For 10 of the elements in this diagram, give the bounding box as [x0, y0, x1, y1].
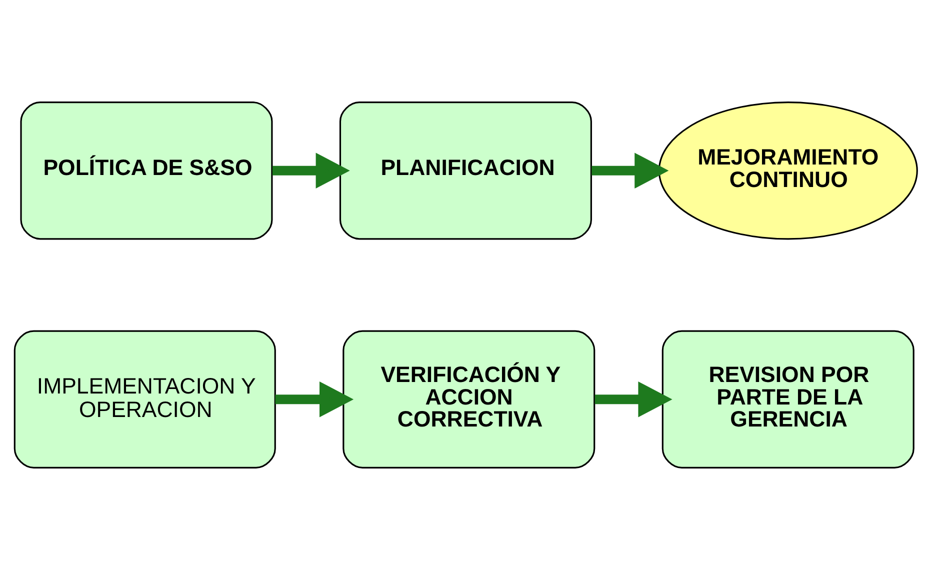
- arrow: [592, 152, 669, 189]
- node-box: IMPLEMENTACION Y OPERACION: [14, 330, 276, 468]
- node-ellipse: MEJORAMIENTO CONTINUO: [658, 102, 918, 240]
- node-box: PLANIFICACION: [339, 102, 592, 240]
- arrow: [272, 152, 350, 189]
- node-box: VERIFICACIÓN Y ACCION CORRECTIVA: [342, 330, 596, 468]
- arrow: [275, 381, 354, 418]
- node-box: REVISION POR PARTE DE LA GERENCIA: [662, 330, 914, 468]
- node-box: POLÍTICA DE S&SO: [20, 102, 273, 240]
- arrow: [594, 381, 672, 418]
